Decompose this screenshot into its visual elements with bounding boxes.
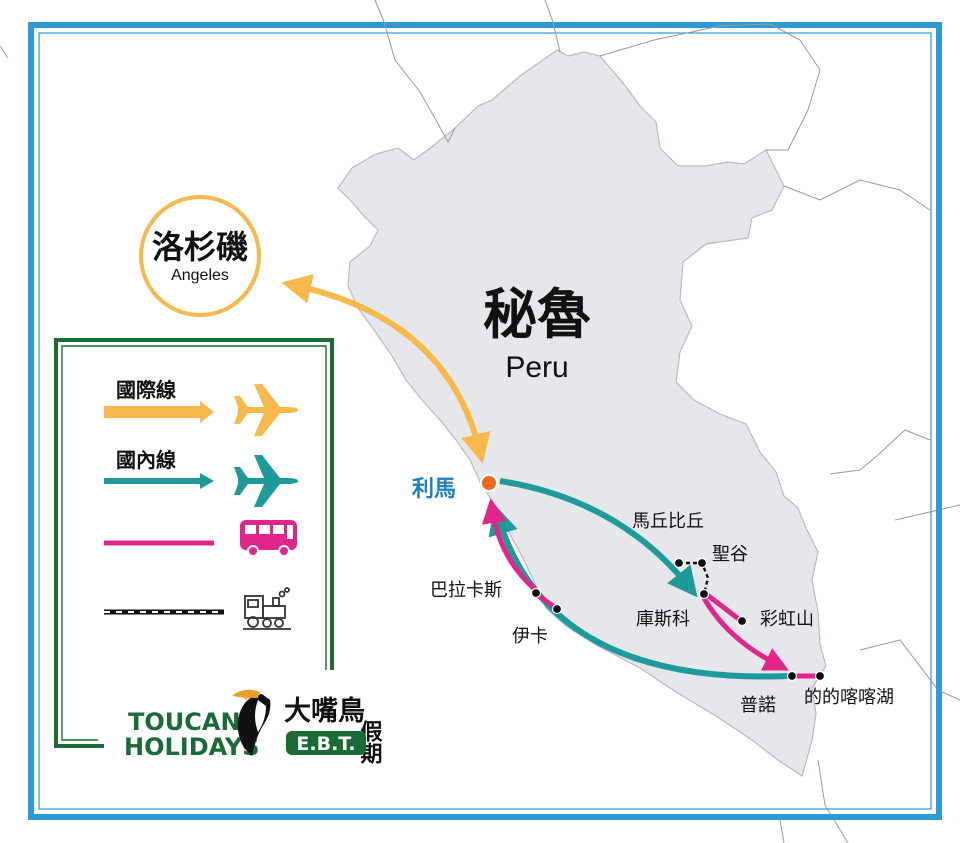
plane-icon bbox=[234, 455, 298, 507]
label-rainbow-mountain: 彩虹山 bbox=[760, 609, 814, 629]
train-icon bbox=[243, 587, 291, 630]
marker-titicaca bbox=[814, 670, 826, 682]
marker-sacred-valley bbox=[696, 557, 708, 569]
place-markers bbox=[530, 557, 826, 682]
brand-abbr: E.B.T. bbox=[296, 733, 355, 755]
marker-rainbow-mountain bbox=[736, 615, 748, 627]
country-name-en: Peru bbox=[505, 351, 568, 384]
northern-borders bbox=[383, 21, 931, 211]
label-titicaca: 的的喀喀湖 bbox=[804, 687, 894, 707]
label-ica: 伊卡 bbox=[512, 626, 548, 646]
route-domestic-puno-lima bbox=[488, 504, 791, 680]
brand-name-en-1: TOUCAN bbox=[128, 708, 241, 736]
marker-cusco bbox=[698, 588, 710, 600]
marker-machu-picchu bbox=[673, 557, 685, 569]
brand-abbr-badge bbox=[286, 731, 366, 755]
brand-name-en-2: HOLIDAYS bbox=[124, 733, 260, 761]
capital-label: 利馬 bbox=[412, 477, 456, 502]
route-bus-cusco-rainbow bbox=[704, 592, 742, 622]
route-domestic-lima-cusco bbox=[499, 478, 698, 598]
bus-icon bbox=[240, 520, 297, 557]
label-puno: 普諾 bbox=[740, 695, 776, 715]
capital-marker-lima bbox=[480, 474, 498, 492]
label-cusco: 庫斯科 bbox=[636, 609, 690, 629]
map-frame bbox=[28, 22, 942, 820]
label-machu-picchu: 馬丘比丘 bbox=[632, 511, 704, 531]
route-bus-cusco-puno bbox=[701, 596, 789, 671]
route-international bbox=[281, 274, 491, 464]
marker-paracas bbox=[530, 587, 542, 599]
label-paracas: 巴拉卡斯 bbox=[430, 580, 502, 600]
legend-international-label: 國際線 bbox=[116, 378, 176, 402]
plane-icon bbox=[234, 384, 298, 436]
marker-ica bbox=[551, 603, 563, 615]
label-sacred-valley: 聖谷 bbox=[712, 544, 748, 564]
origin-name-en: Angeles bbox=[171, 267, 229, 284]
route-bus-paracas-lima bbox=[481, 498, 538, 592]
brand-name-zh: 大嘴鳥 bbox=[284, 696, 365, 727]
origin-name-zh: 洛杉磯 bbox=[152, 228, 248, 266]
country-name-zh: 秘魯 bbox=[483, 283, 591, 346]
toucan-icon bbox=[232, 689, 271, 756]
origin-circle bbox=[139, 195, 261, 317]
brand-logo: TOUCAN HOLIDAYS 大嘴鳥 假期 E.B.T. bbox=[124, 689, 383, 765]
legend-domestic-label: 國內線 bbox=[116, 448, 176, 472]
map-frame-inner bbox=[38, 32, 932, 810]
marker-puno bbox=[786, 670, 798, 682]
peru-landmass bbox=[337, 49, 827, 777]
route-train bbox=[679, 561, 710, 595]
